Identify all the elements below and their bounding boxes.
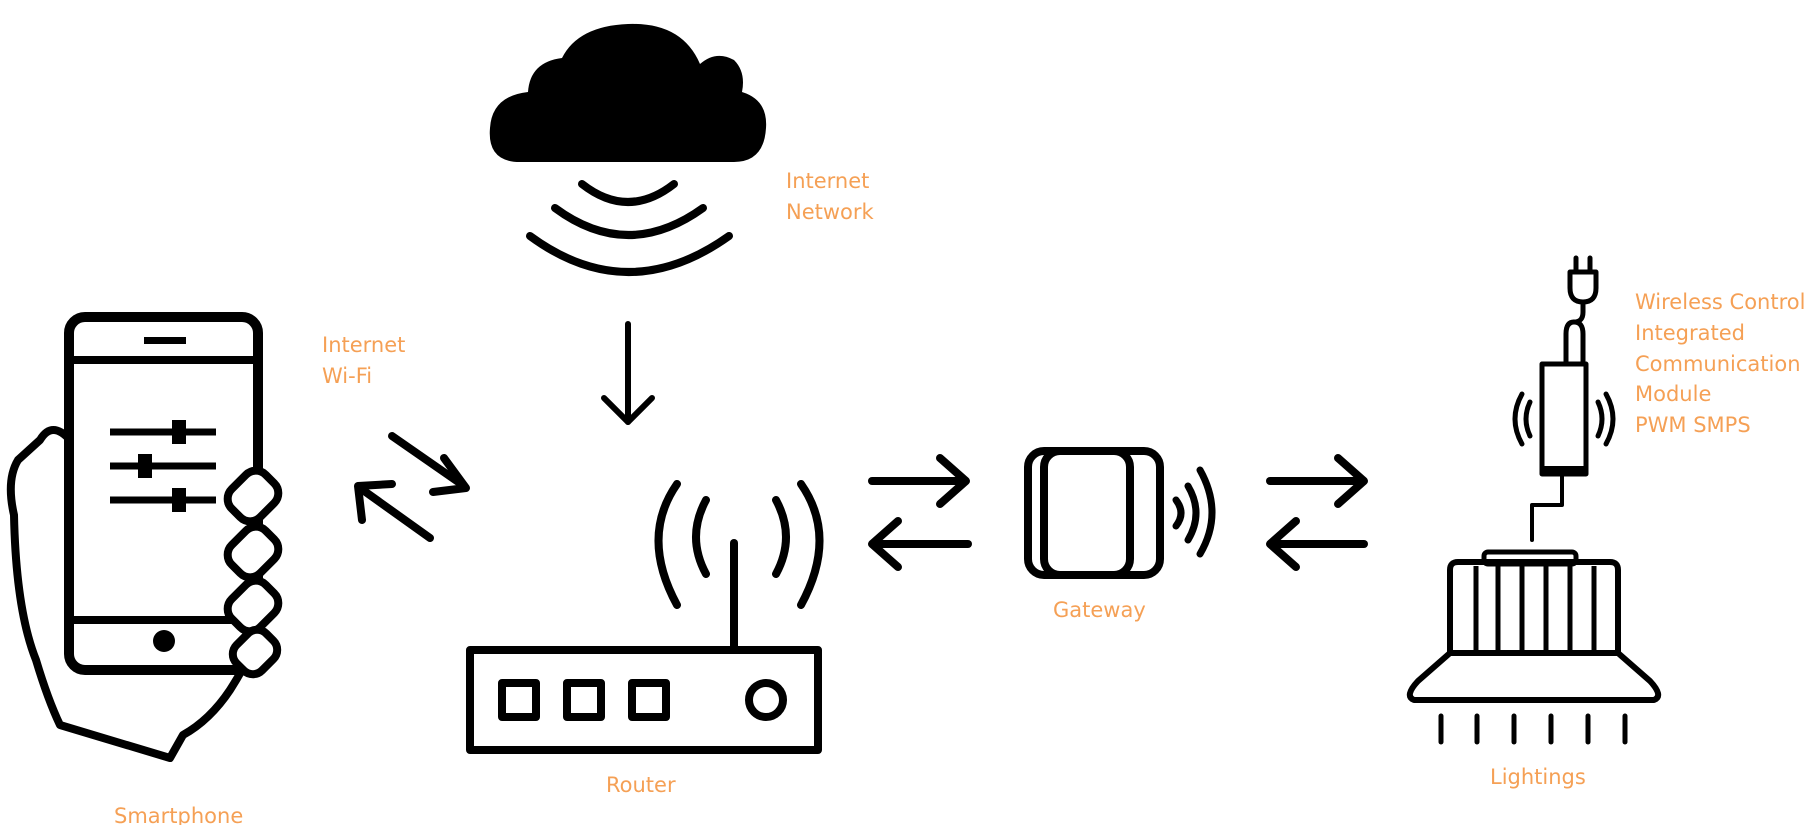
router-label: Router — [606, 773, 676, 797]
module-label-line1: Wireless Control — [1635, 290, 1804, 314]
internet-network-label: Internet Network — [786, 169, 876, 224]
module-icon — [1512, 361, 1616, 542]
router-waves-icon — [654, 480, 824, 609]
module-label-line2: Integrated — [1635, 321, 1745, 345]
down-arrow-icon — [601, 321, 655, 425]
internet-network-label-line2: Network — [786, 200, 875, 224]
signal-waves-icon — [526, 180, 733, 276]
smartphone-icon — [6, 312, 283, 762]
gateway-waves-icon — [1172, 466, 1216, 558]
lamp-fins — [1473, 566, 1597, 653]
smartphone-label: Smartphone — [114, 804, 243, 825]
gateway-icon — [1024, 447, 1216, 579]
lamp-icon — [1406, 549, 1662, 745]
internet-wifi-label-line2: Wi-Fi — [322, 364, 372, 388]
internet-wifi-label: Internet Wi-Fi — [322, 333, 412, 388]
module-label: Wireless Control Integrated Communicatio… — [1635, 290, 1804, 437]
internet-network-label-line1: Internet — [786, 169, 869, 193]
fingers — [223, 466, 283, 679]
light-rays — [1438, 713, 1628, 745]
module-label-line5: PWM SMPS — [1635, 413, 1751, 437]
router-icon — [466, 480, 824, 754]
internet-wifi-label-line1: Internet — [322, 333, 405, 357]
exchange-arrows-icon — [354, 432, 470, 542]
lightings-label: Lightings — [1490, 765, 1586, 789]
sliders-icon — [110, 420, 216, 512]
router-gateway-arrows-icon — [868, 454, 972, 571]
module-label-line4: Module — [1635, 382, 1711, 406]
hand-icon — [6, 426, 258, 762]
gateway-lightings-arrows-icon — [1266, 454, 1368, 571]
module-label-line3: Communication — [1635, 352, 1801, 376]
module-waves-icon — [1512, 391, 1616, 447]
cloud-icon — [489, 23, 767, 163]
plug-icon — [1563, 255, 1599, 367]
gateway-label: Gateway — [1053, 598, 1146, 622]
